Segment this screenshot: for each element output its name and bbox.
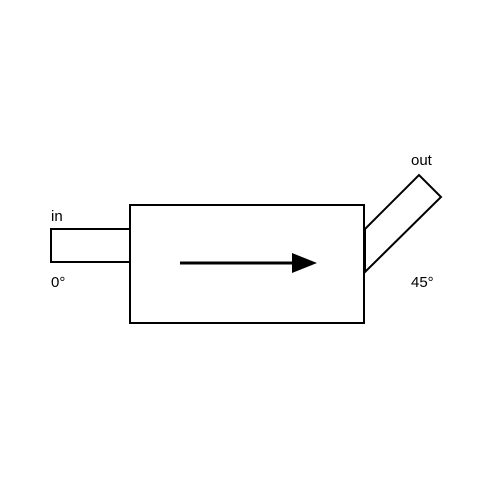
flow-arrow-head	[292, 253, 317, 273]
inlet-pipe	[50, 228, 132, 263]
outlet-label: out	[411, 152, 433, 169]
inlet-label: in	[51, 208, 63, 225]
outlet-angle-label: 45°	[411, 274, 434, 291]
outlet-pipe	[364, 173, 443, 275]
inlet-angle-label: 0°	[51, 274, 65, 291]
